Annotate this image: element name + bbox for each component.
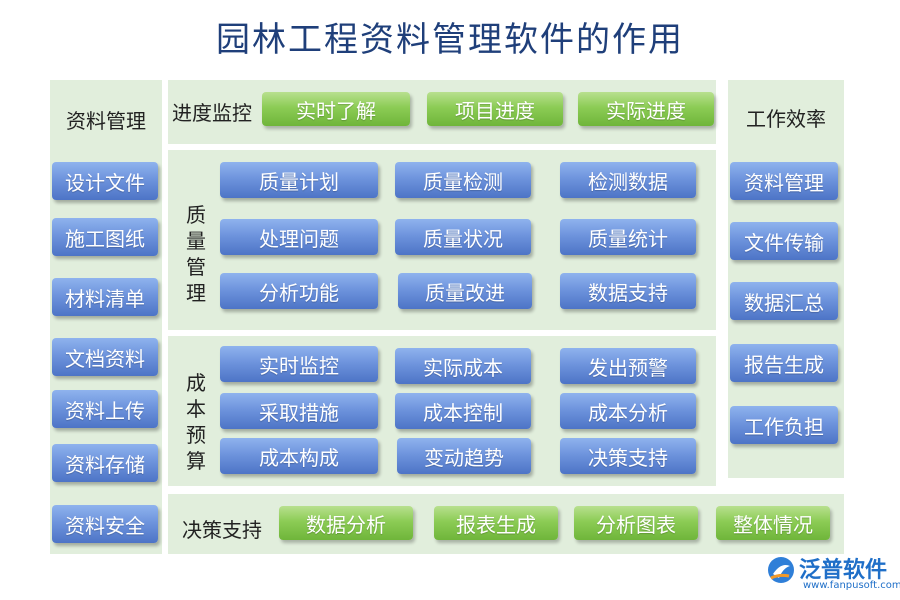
- right-item-workload[interactable]: 工作负担: [730, 406, 838, 444]
- progress-item-realtime[interactable]: 实时了解: [262, 92, 410, 126]
- quality-item-handle-issues[interactable]: 处理问题: [220, 219, 378, 255]
- left-panel: [50, 80, 162, 554]
- cost-item-control[interactable]: 成本控制: [395, 393, 531, 429]
- cost-item-realtime-monitoring[interactable]: 实时监控: [220, 346, 378, 382]
- right-item-file-transfer[interactable]: 文件传输: [730, 222, 838, 260]
- logo-name: 泛普软件: [799, 558, 888, 583]
- quality-item-analysis[interactable]: 分析功能: [220, 273, 378, 309]
- left-item-construction-drawings[interactable]: 施工图纸: [52, 218, 158, 256]
- right-item-data-management[interactable]: 资料管理: [730, 162, 838, 200]
- quality-label: 质量管理: [186, 203, 206, 305]
- quality-item-improvement[interactable]: 质量改进: [398, 273, 532, 309]
- logo-mark-icon: [768, 557, 794, 583]
- right-item-data-summary[interactable]: 数据汇总: [730, 282, 838, 320]
- left-item-design-files[interactable]: 设计文件: [52, 162, 158, 200]
- cost-item-measures[interactable]: 采取措施: [220, 393, 378, 429]
- cost-item-warning[interactable]: 发出预警: [560, 348, 696, 384]
- quality-item-inspection[interactable]: 质量检测: [395, 162, 531, 198]
- progress-item-project-progress[interactable]: 项目进度: [427, 92, 563, 126]
- progress-label: 进度监控: [172, 101, 252, 125]
- quality-item-statistics[interactable]: 质量统计: [560, 219, 696, 255]
- cost-item-decision-support[interactable]: 决策支持: [560, 438, 696, 474]
- cost-label: 成本预算: [186, 371, 206, 473]
- decision-label: 决策支持: [182, 518, 262, 542]
- cost-item-analysis[interactable]: 成本分析: [560, 393, 696, 429]
- decision-item-analysis-charts[interactable]: 分析图表: [574, 506, 698, 540]
- quality-item-data-support[interactable]: 数据支持: [560, 273, 696, 309]
- quality-item-test-data[interactable]: 检测数据: [560, 162, 696, 198]
- decision-item-data-analysis[interactable]: 数据分析: [279, 506, 413, 540]
- brand-logo: 泛普软件 www.fanpusoft.com: [765, 552, 900, 596]
- quality-item-plan[interactable]: 质量计划: [220, 162, 378, 198]
- left-item-upload[interactable]: 资料上传: [52, 390, 158, 428]
- left-item-material-list[interactable]: 材料清单: [52, 278, 158, 316]
- decision-item-overall-situation[interactable]: 整体情况: [716, 506, 830, 540]
- cost-item-actual-cost[interactable]: 实际成本: [395, 348, 531, 384]
- logo-url: www.fanpusoft.com: [803, 580, 900, 591]
- quality-item-status[interactable]: 质量状况: [395, 219, 531, 255]
- left-item-security[interactable]: 资料安全: [52, 505, 158, 543]
- right-heading: 工作效率: [746, 107, 826, 131]
- decision-item-report-generation[interactable]: 报表生成: [434, 506, 558, 540]
- right-item-report-generation[interactable]: 报告生成: [730, 344, 838, 382]
- left-heading: 资料管理: [66, 109, 146, 133]
- page-title: 园林工程资料管理软件的作用: [216, 20, 684, 60]
- cost-item-trend[interactable]: 变动趋势: [397, 438, 531, 474]
- left-item-storage[interactable]: 资料存储: [52, 444, 158, 482]
- cost-item-composition[interactable]: 成本构成: [220, 438, 378, 474]
- left-item-documents[interactable]: 文档资料: [52, 338, 158, 376]
- progress-item-actual-progress[interactable]: 实际进度: [578, 92, 714, 126]
